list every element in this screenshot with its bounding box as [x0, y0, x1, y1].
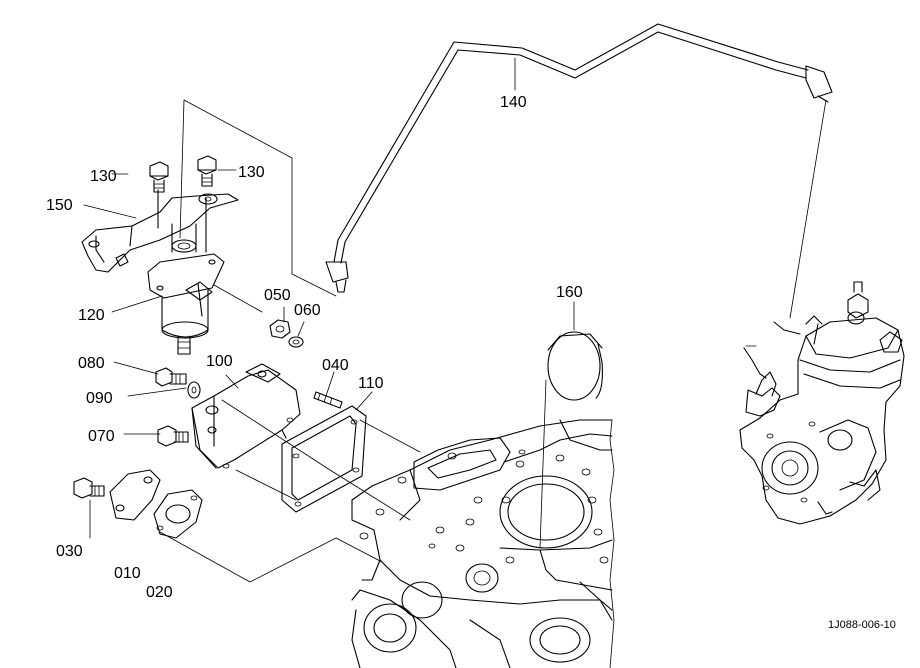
callout-070: 070	[88, 428, 115, 445]
callout-130-right: 130	[238, 164, 265, 181]
bolt-130-left[interactable]	[149, 161, 169, 193]
gasket-110[interactable]	[281, 405, 367, 513]
bolt-130-right[interactable]	[197, 155, 218, 205]
callout-110: 110	[358, 375, 384, 392]
washer-060[interactable]	[288, 336, 304, 348]
callout-010: 010	[114, 565, 141, 582]
callout-140: 140	[500, 94, 527, 111]
stud-040[interactable]	[313, 391, 343, 409]
washer-090[interactable]	[187, 381, 201, 399]
gasket-010[interactable]	[109, 469, 161, 521]
callout-080: 080	[78, 355, 105, 372]
callout-020: 020	[146, 584, 173, 601]
fuel-pipe-140[interactable]	[325, 23, 833, 293]
bolt-070[interactable]	[157, 425, 189, 447]
bracket-150[interactable]	[81, 189, 239, 273]
callout-130-left: 130	[90, 168, 117, 185]
injection-pump[interactable]	[739, 281, 905, 525]
gasket-020[interactable]	[153, 489, 203, 539]
callout-labels: 030 010 020 040 050 060 070 080 090 100 …	[46, 94, 896, 631]
callout-160: 160	[556, 284, 583, 301]
callout-050: 050	[264, 287, 291, 304]
callout-090: 090	[86, 390, 113, 407]
leader-lines	[83, 57, 827, 583]
callout-030: 030	[56, 543, 83, 560]
nut-050[interactable]	[269, 319, 291, 339]
callout-040: 040	[322, 357, 349, 374]
cylinder-block[interactable]	[351, 419, 615, 668]
callout-100: 100	[206, 353, 233, 370]
plug-cap-160[interactable]	[547, 331, 603, 401]
stop-solenoid-120[interactable]	[147, 197, 225, 355]
callout-150: 150	[46, 197, 73, 214]
cover-100[interactable]	[191, 363, 301, 469]
callout-120: 120	[78, 307, 105, 324]
bolt-080[interactable]	[155, 367, 187, 387]
callout-060: 060	[294, 302, 321, 319]
bolt-030[interactable]	[73, 477, 105, 499]
drawing-code: 1J088-006-10	[828, 619, 896, 631]
